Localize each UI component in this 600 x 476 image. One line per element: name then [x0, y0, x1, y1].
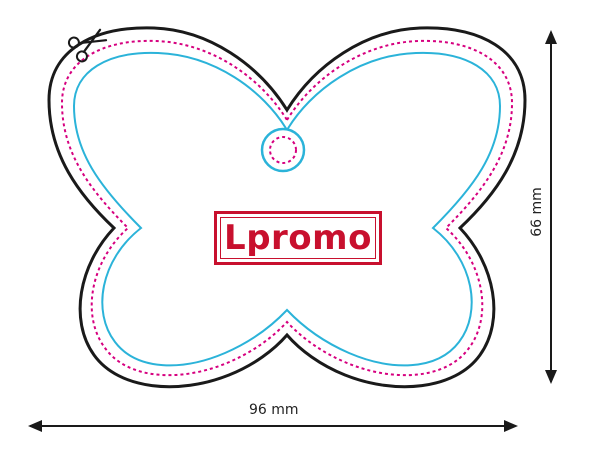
height-dimension-label: 66 mm — [529, 187, 545, 237]
height-arrow-top-head — [545, 30, 557, 44]
height-arrow-bottom-head — [545, 370, 557, 384]
outer-cut-line — [47, 26, 527, 389]
width-arrow-right-head — [504, 420, 518, 432]
hanging-hole-perforation — [269, 136, 297, 164]
brand-logo: Lpromo — [214, 211, 382, 265]
brand-logo-text: Lpromo — [224, 218, 372, 258]
hanging-hole-cut — [260, 127, 306, 173]
width-dimension-label: 96 mm — [249, 402, 299, 418]
width-arrow-left-head — [28, 420, 42, 432]
scissors-icon — [67, 28, 108, 63]
safe-zone-line — [72, 51, 502, 367]
perforation-line — [60, 39, 514, 377]
